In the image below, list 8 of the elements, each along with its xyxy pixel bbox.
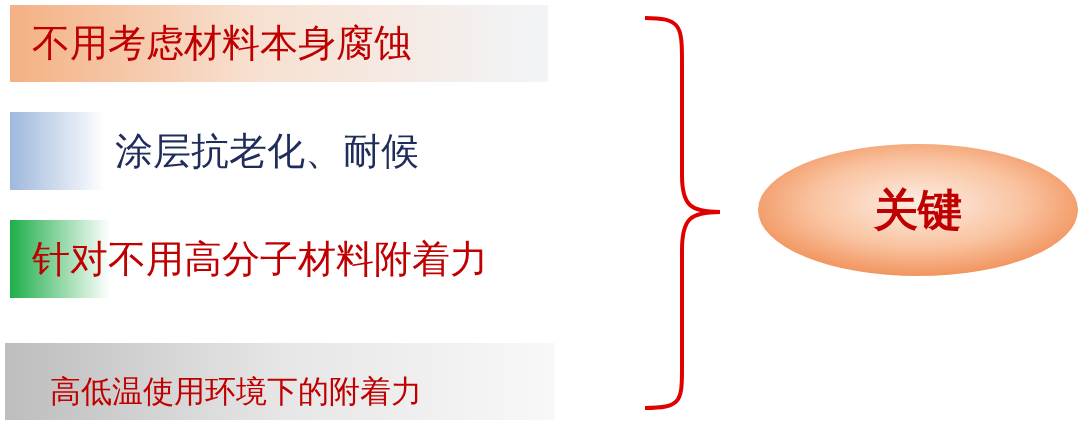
key-label: 关键	[874, 182, 962, 237]
band-label: 不用考虑材料本身腐蚀	[32, 20, 412, 67]
text-band	[5, 343, 555, 420]
band-label: 高低温使用环境下的附着力	[50, 371, 422, 411]
band-label: 涂层抗老化、耐候	[115, 127, 419, 175]
band-label: 针对不用高分子材料附着力	[32, 235, 488, 283]
key-ellipse	[756, 142, 1080, 278]
text-band	[10, 5, 548, 82]
